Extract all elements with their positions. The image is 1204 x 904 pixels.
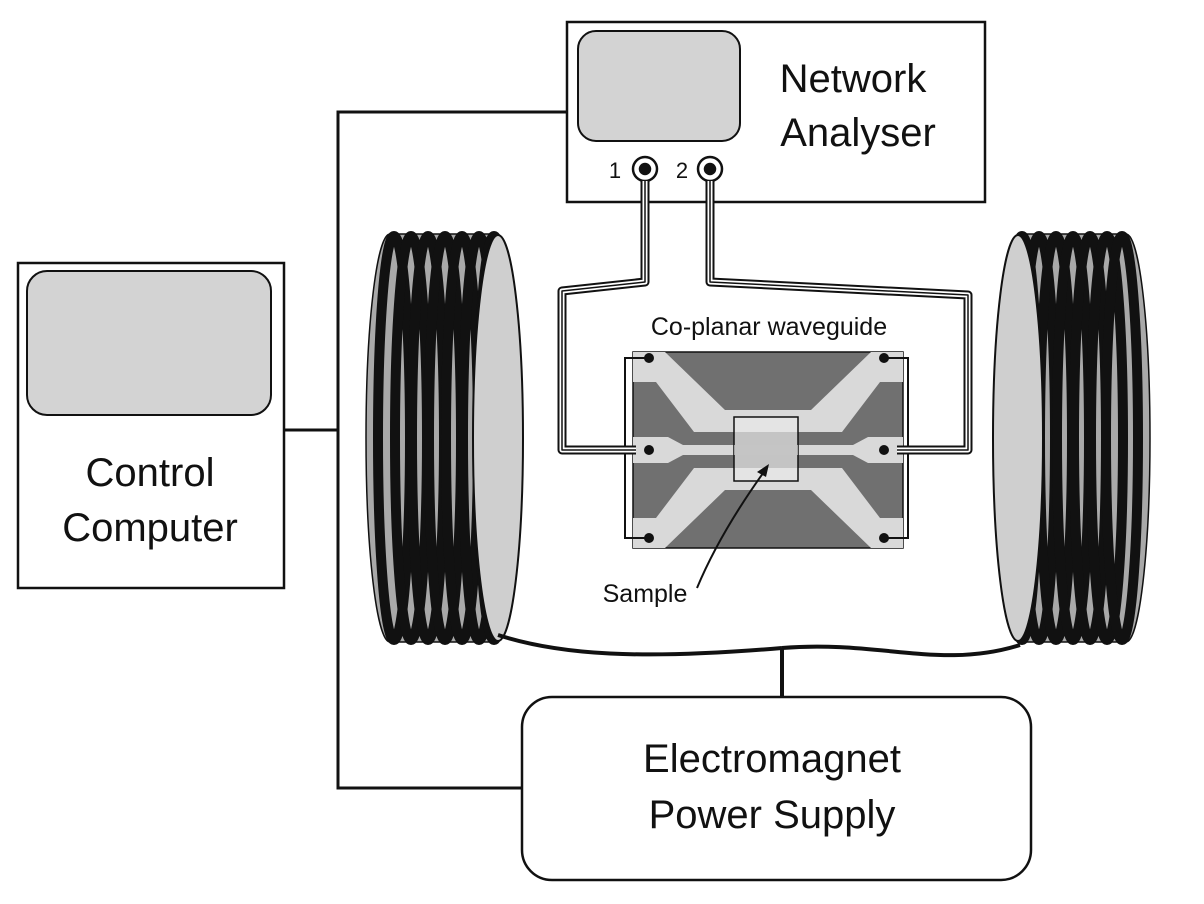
power-supply-label-line2: Power Supply	[649, 793, 896, 837]
right-coil-front-face	[992, 234, 1044, 642]
port-2-label: 2	[676, 158, 688, 183]
wire-left-coil	[497, 633, 783, 657]
computer-label-line1: Control	[86, 451, 215, 495]
coplanar-waveguide	[624, 351, 909, 549]
right-electromagnet-coil	[992, 231, 1151, 645]
waveguide-upper-conductor	[633, 352, 903, 432]
coax-cable-port1	[557, 181, 650, 455]
wire-computer-to-analyser	[336, 110, 567, 430]
coax-cable-port2	[705, 181, 973, 455]
analyser-screen	[577, 30, 741, 142]
waveguide-lower-conductor	[633, 468, 903, 548]
computer-label-line2: Computer	[62, 506, 238, 550]
power-supply-label-line1: Electromagnet	[643, 737, 901, 781]
network-analyser: Network Analyser 1 2	[565, 20, 987, 204]
power-supply-box	[520, 695, 1033, 882]
coil-wiring	[497, 633, 1021, 697]
wire-computer-to-supply	[336, 430, 522, 790]
left-coil-front-face	[472, 234, 524, 642]
electromagnet-power-supply: Electromagnet Power Supply	[520, 695, 1033, 882]
sample-label: Sample	[603, 580, 688, 608]
control-wiring	[284, 110, 567, 790]
control-computer: Control Computer	[16, 261, 286, 590]
sample-centre-strip	[734, 445, 798, 455]
left-electromagnet-coil	[365, 231, 524, 645]
port-2-connector	[696, 155, 724, 183]
sample-pointer-arrowhead	[757, 464, 769, 477]
port-1-label: 1	[609, 158, 621, 183]
sample-pointer-line	[696, 468, 767, 589]
wire-right-coil	[781, 643, 1021, 658]
port-1-connector	[631, 155, 659, 183]
analyser-label-line2: Analyser	[780, 111, 936, 155]
waveguide-label: Co-planar waveguide	[651, 313, 887, 341]
analyser-label-line1: Network	[780, 57, 928, 101]
computer-screen	[26, 270, 272, 416]
waveguide-contact-pins	[644, 353, 889, 543]
